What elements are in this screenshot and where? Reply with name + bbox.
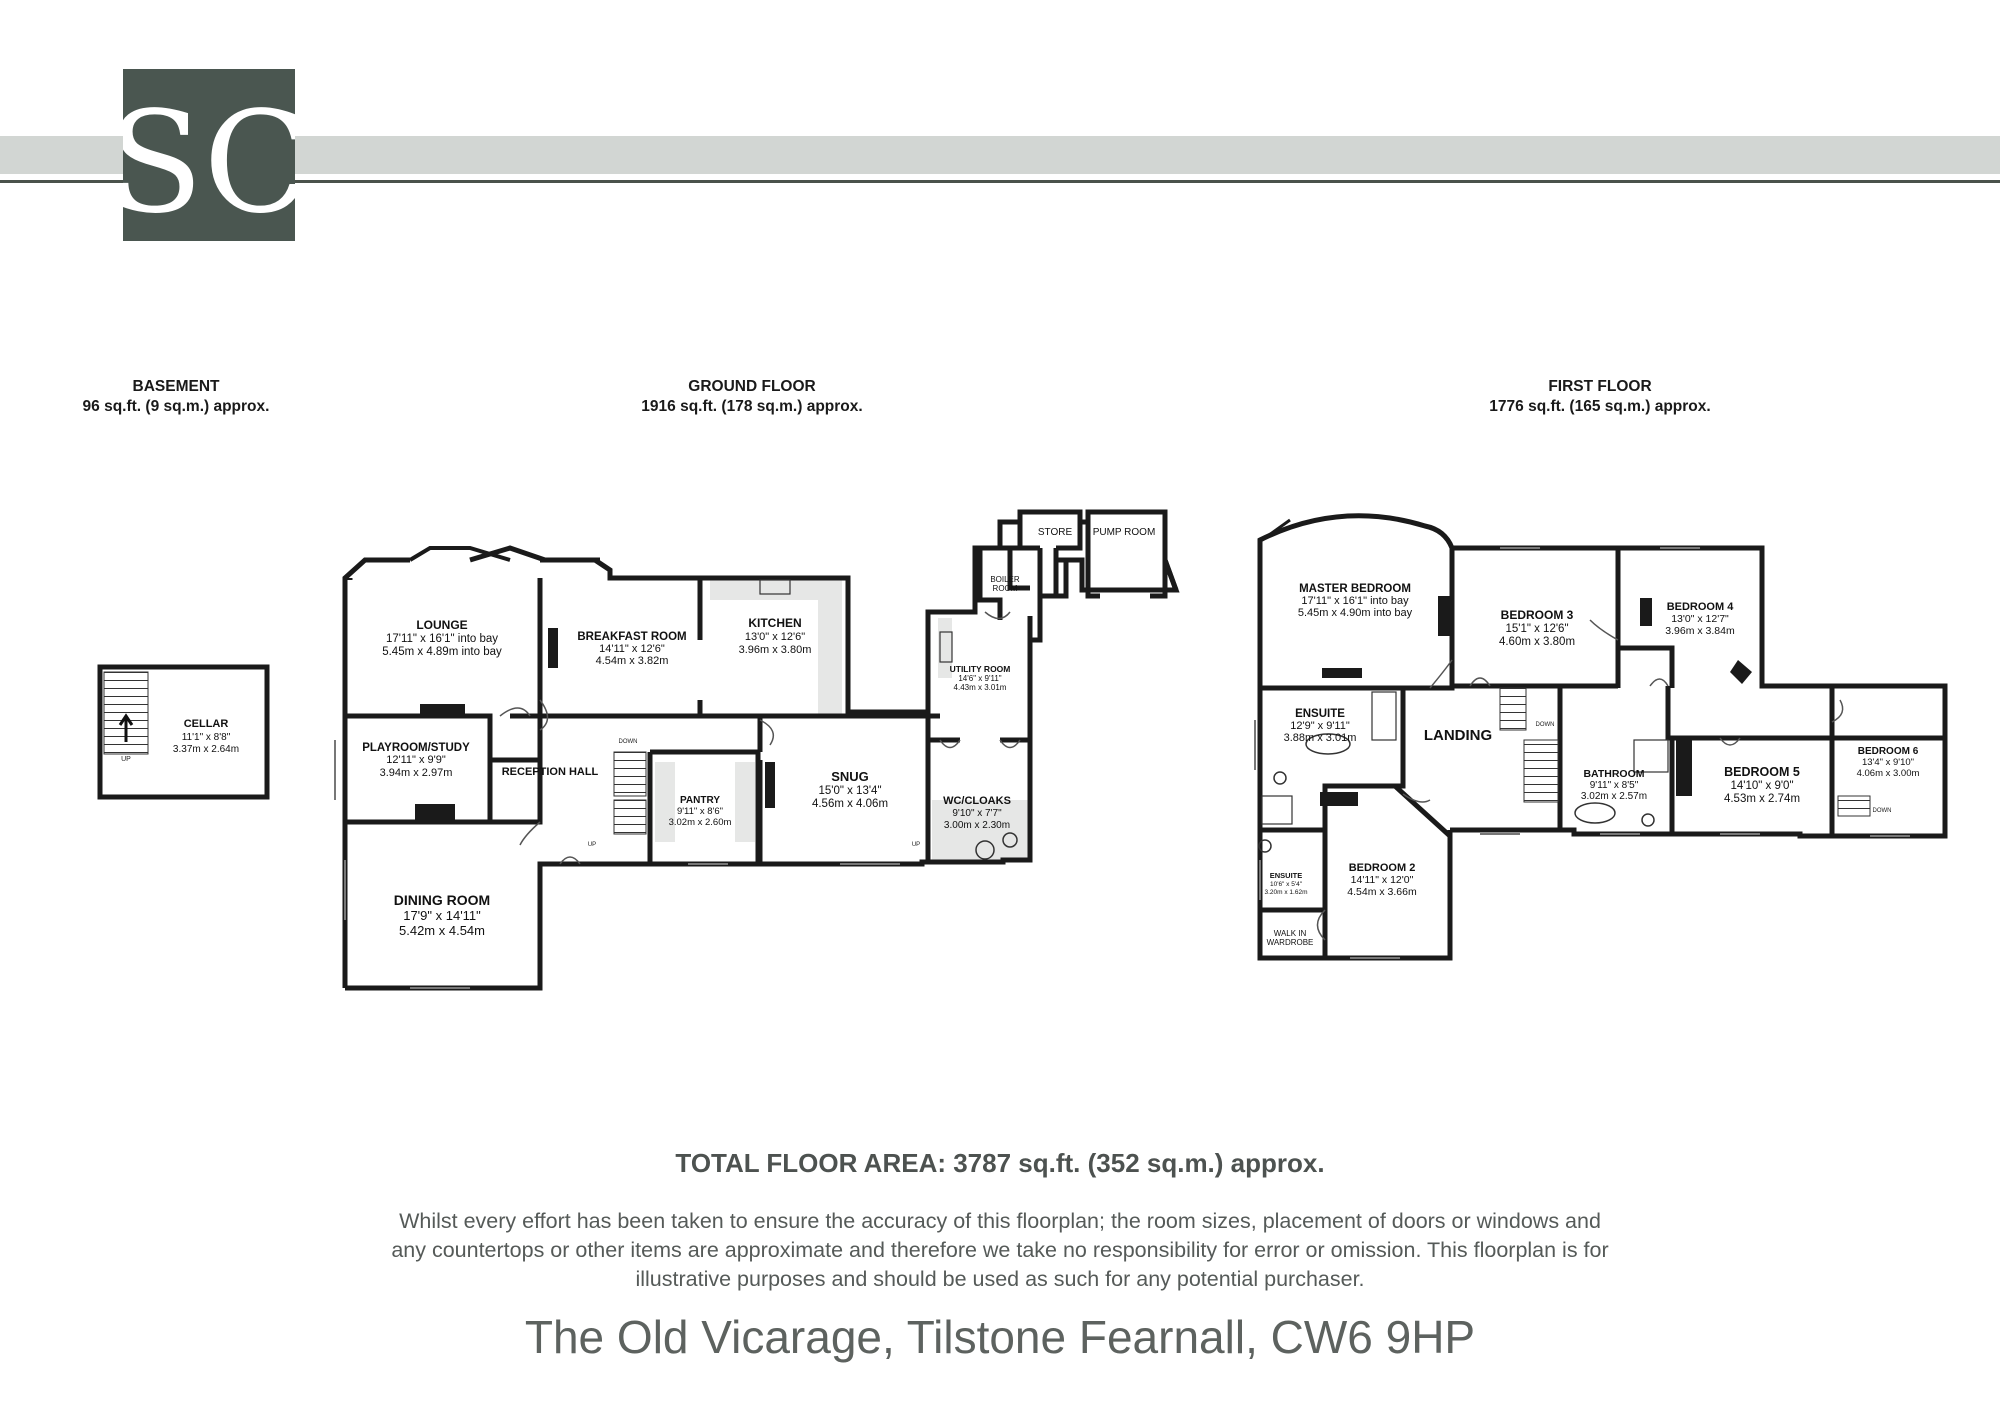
wc-metric: 3.00m x 2.30m <box>944 820 1010 831</box>
first-floor-heading: FIRST FLOOR 1776 sq.ft. (165 sq.m.) appr… <box>1400 377 1800 417</box>
kitchen-name: KITCHEN <box>748 616 801 630</box>
property-address: The Old Vicarage, Tilstone Fearnall, CW6… <box>524 1311 1476 1363</box>
ensuite-2-imperial: 10'6" x 5'4" <box>1270 881 1303 888</box>
basement-title: BASEMENT <box>132 378 220 395</box>
playroom-imperial: 12'11" x 9'9" <box>386 754 446 766</box>
basement-area: 96 sq.ft. (9 sq.m.) approx. <box>82 398 270 415</box>
snug-name: SNUG <box>831 769 869 784</box>
boiler-room-name-2: ROOM <box>993 584 1018 593</box>
ground-floor-plan <box>334 509 1180 991</box>
bathroom-imperial: 9'11" x 8'5" <box>1590 780 1639 791</box>
pantry-metric: 3.02m x 2.60m <box>669 817 732 828</box>
kitchen-imperial: 13'0" x 12'6" <box>745 631 805 643</box>
ground-up-label: UP <box>588 842 596 848</box>
master-bedroom-name: MASTER BEDROOM <box>1299 583 1411 595</box>
sc-monogram-icon: SC <box>123 82 295 241</box>
ensuite-name: ENSUITE <box>1295 708 1345 720</box>
basement-plan: UP <box>97 664 270 800</box>
ground-floor-title: GROUND FLOOR <box>688 378 816 395</box>
reception-hall-name: RECEPTION HALL <box>502 766 599 778</box>
boiler-room-name-1: BOILER <box>990 575 1020 584</box>
bedroom-5-name: BEDROOM 5 <box>1724 765 1800 779</box>
breakfast-room-metric: 4.54m x 3.82m <box>596 655 669 667</box>
cellar-name: CELLAR <box>184 718 229 730</box>
total-floor-area: TOTAL FLOOR AREA: 3787 sq.ft. (352 sq.m.… <box>675 1148 1325 1178</box>
lounge-imperial: 17'11" x 16'1" into bay <box>386 633 498 645</box>
snug-metric: 4.56m x 4.06m <box>812 798 888 810</box>
bedroom-6-imperial: 13'4" x 9'10" <box>1862 757 1914 768</box>
disclaimer-text: Whilst every effort has been taken to en… <box>391 1209 1609 1291</box>
bathroom-metric: 3.02m x 2.57m <box>1581 791 1647 802</box>
cellar-walls <box>97 664 270 800</box>
master-bedroom-imperial: 17'11" x 16'1" into bay <box>1301 595 1409 607</box>
first-down-label-2: DOWN <box>1873 808 1892 814</box>
store-name: STORE <box>1038 527 1073 538</box>
ensuite-metric: 3.88m x 3.01m <box>1284 732 1357 744</box>
bedroom-5-imperial: 14'10" x 9'0" <box>1730 780 1793 792</box>
wc-imperial: 9'10" x 7'7" <box>952 808 1002 819</box>
wc-name: WC/CLOAKS <box>943 795 1011 807</box>
first-down-label: DOWN <box>1536 722 1555 728</box>
bedroom-5-metric: 4.53m x 2.74m <box>1724 793 1800 805</box>
ground-floor-heading: GROUND FLOOR 1916 sq.ft. (178 sq.m.) app… <box>560 377 944 417</box>
bedroom-3-name: BEDROOM 3 <box>1501 608 1574 622</box>
cellar-imperial: 11'1" x 8'8" <box>182 732 231 743</box>
bedroom-4-metric: 3.96m x 3.84m <box>1665 625 1735 637</box>
walk-in-wardrobe-name-1: WALK IN <box>1274 929 1307 938</box>
snug-imperial: 15'0" x 13'4" <box>818 785 881 797</box>
bedroom-4-name: BEDROOM 4 <box>1667 601 1735 613</box>
dining-room-metric: 5.42m x 4.54m <box>399 923 485 938</box>
utility-room-imperial: 14'6" x 9'11" <box>958 674 1001 683</box>
logo: SC <box>123 69 295 241</box>
basement-heading: BASEMENT 96 sq.ft. (9 sq.m.) approx. <box>40 377 312 417</box>
lounge-name: LOUNGE <box>416 618 467 632</box>
logo-letters: SC <box>123 82 295 241</box>
lounge-metric: 5.45m x 4.89m into bay <box>382 646 502 658</box>
ground-floor-area: 1916 sq.ft. (178 sq.m.) approx. <box>641 398 863 415</box>
breakfast-room-name: BREAKFAST ROOM <box>577 631 686 643</box>
bedroom-6-metric: 4.06m x 3.00m <box>1857 768 1920 779</box>
kitchen-metric: 3.96m x 3.80m <box>739 644 812 656</box>
up-arrow-icon <box>118 713 134 742</box>
first-floor-title: FIRST FLOOR <box>1548 378 1652 395</box>
pantry-imperial: 9'11" x 8'6" <box>677 806 723 817</box>
dining-room-imperial: 17'9" x 14'11" <box>403 908 481 923</box>
wc-up-label: UP <box>912 842 920 848</box>
pantry-name: PANTRY <box>680 795 720 806</box>
ensuite-2-name: ENSUITE <box>1270 871 1303 880</box>
dining-room-name: DINING ROOM <box>394 892 490 908</box>
header-band <box>0 136 2000 174</box>
pump-room-name: PUMP ROOM <box>1093 527 1156 538</box>
playroom-metric: 3.94m x 2.97m <box>380 767 453 779</box>
room-labels: CELLAR 11'1" x 8'8" 3.37m x 2.64m LOUNGE… <box>173 527 1920 947</box>
bedroom-4-imperial: 13'0" x 12'7" <box>1671 613 1729 625</box>
bedroom-6-name: BEDROOM 6 <box>1858 746 1919 757</box>
landing-name: LANDING <box>1424 727 1492 744</box>
bedroom-2-imperial: 14'11" x 12'0" <box>1351 874 1414 886</box>
cellar-up-label: UP <box>121 756 131 763</box>
bathroom-name: BATHROOM <box>1583 768 1644 780</box>
bedroom-3-imperial: 15'1" x 12'6" <box>1505 623 1568 635</box>
utility-room-name: UTILITY ROOM <box>950 664 1011 674</box>
breakfast-room-imperial: 14'11" x 12'6" <box>599 643 665 655</box>
playroom-name: PLAYROOM/STUDY <box>362 742 470 754</box>
ground-down-label: DOWN <box>619 739 638 745</box>
first-floor-plan <box>1254 513 1948 961</box>
cellar-metric: 3.37m x 2.64m <box>173 744 239 755</box>
master-bedroom-metric: 5.45m x 4.90m into bay <box>1298 607 1413 619</box>
bedroom-2-name: BEDROOM 2 <box>1349 862 1416 874</box>
header-rule <box>0 180 2000 183</box>
walk-in-wardrobe-name-2: WARDROBE <box>1267 938 1314 947</box>
ensuite-2-metric: 3.20m x 1.62m <box>1265 889 1308 896</box>
bedroom-2-metric: 4.54m x 3.66m <box>1347 886 1417 898</box>
first-floor-area: 1776 sq.ft. (165 sq.m.) approx. <box>1489 398 1711 415</box>
ensuite-imperial: 12'9" x 9'11" <box>1290 720 1350 732</box>
bedroom-3-metric: 4.60m x 3.80m <box>1499 636 1575 648</box>
utility-room-metric: 4.43m x 3.01m <box>954 683 1007 692</box>
